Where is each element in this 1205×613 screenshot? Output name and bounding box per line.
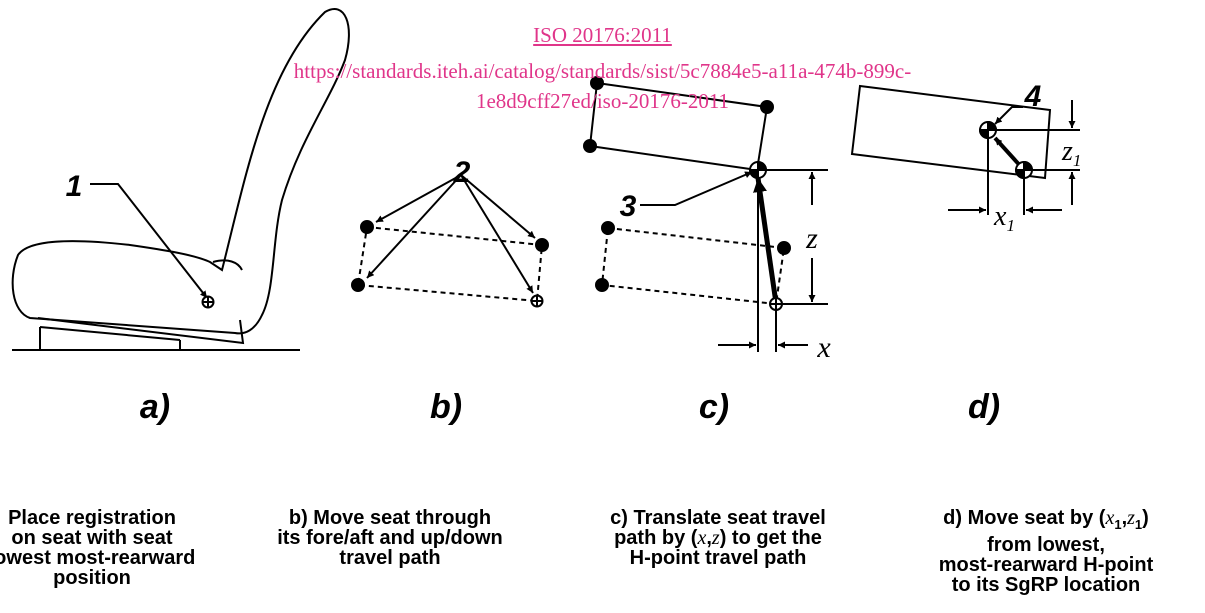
panel-b-travel-path [351, 174, 549, 308]
seat-riser [39, 326, 181, 350]
caption-b-line2: its fore/aft and up/down [277, 527, 503, 549]
corner-dot [583, 139, 597, 153]
caption-d-line3: most-rearward H-point [938, 554, 1154, 576]
z1-letter: z [1061, 136, 1073, 167]
seat-outline [11, 8, 350, 335]
arrow-b3 [460, 174, 536, 239]
caption-d-line1: d) Move seat by (x1,z1) [896, 508, 1196, 535]
panel-label-b: b) [430, 388, 462, 426]
corner-dot [535, 238, 549, 252]
arrow-b2 [366, 174, 462, 279]
panel-label-a: a) [140, 388, 170, 426]
callout-3-leader [640, 171, 753, 206]
panel-a-seat [11, 8, 350, 351]
h-point-marker-c-bottom [769, 297, 783, 311]
caption-c-comma: , [706, 527, 712, 549]
caption-d: d) Move seat by (x1,z1) from lowest, mos… [896, 508, 1196, 595]
caption-c-text: path by ( [614, 527, 698, 549]
caption-a-line2: on seat with seat [11, 527, 173, 549]
caption-c-z: z [711, 527, 720, 549]
x-dimension-label: x [816, 331, 831, 364]
corner-dot [590, 76, 604, 90]
caption-a: Place registration on seat with seat low… [0, 508, 242, 588]
seat-travel-quad [600, 226, 786, 306]
sgrp-marker [978, 120, 998, 140]
caption-d-line2: from lowest, [987, 534, 1105, 556]
callout-1-leader [90, 183, 208, 299]
caption-d-z-sub: 1 [1134, 517, 1143, 532]
seat-box [850, 84, 1052, 180]
iso-watermark-url-line2[interactable]: 1e8d9cff27ed/iso-20176-2011 [475, 89, 730, 113]
z1-dimension-label: z1 [1061, 136, 1081, 170]
callout-4-leader [994, 106, 1023, 125]
h-point-marker-b [530, 294, 544, 308]
corner-dot [760, 100, 774, 114]
arrow-b4 [460, 174, 534, 294]
z1-subscript: 1 [1073, 151, 1082, 170]
caption-c-x: x [697, 527, 707, 549]
caption-c-text: ) to get the [719, 527, 822, 549]
h-point-marker-a [201, 295, 215, 309]
caption-d-comma: , [1121, 507, 1128, 529]
corner-dot [777, 241, 791, 255]
caption-c: c) Translate seat travel path by (x,z) t… [568, 508, 868, 568]
caption-d-text: d) Move seat by ( [943, 507, 1106, 529]
caption-b: b) Move seat through its fore/aft and up… [240, 508, 540, 568]
caption-c-line3: H-point travel path [629, 547, 807, 569]
iso-watermark-url-line1[interactable]: https://standards.iteh.ai/catalog/standa… [293, 59, 912, 83]
caption-d-x-sub: 1 [1114, 517, 1122, 532]
callout-4: 4 [1024, 80, 1042, 113]
iso-watermark-title[interactable]: ISO 20176:2011 [533, 23, 672, 47]
callout-3: 3 [620, 190, 637, 223]
callout-1: 1 [66, 170, 83, 203]
panel-label-d: d) [968, 388, 1000, 426]
caption-a-line1: Place registration [8, 507, 176, 529]
panel-label-c: c) [699, 388, 729, 426]
caption-d-z: z [1127, 507, 1135, 529]
caption-c-line1: c) Translate seat travel [610, 507, 826, 529]
callout-2: 2 [453, 156, 471, 189]
corner-dot [351, 278, 365, 292]
panel-c-translate [583, 76, 828, 352]
x1-dimension-label: x1 [993, 201, 1015, 235]
caption-d-line4: to its SgRP location [951, 574, 1141, 596]
x1-letter: x [993, 201, 1007, 232]
travel-path-quad [356, 225, 544, 303]
lowest-h-point-marker [1014, 160, 1034, 180]
corner-dot [360, 220, 374, 234]
caption-b-line3: travel path [339, 547, 441, 569]
caption-a-line3: lowest most-rearward [0, 547, 196, 569]
caption-b-line1: b) Move seat through [288, 507, 492, 529]
seat-base [37, 317, 245, 345]
h-point-marker-c-top [748, 160, 768, 180]
corner-dot [595, 278, 609, 292]
caption-d-text: ) [1142, 507, 1149, 529]
caption-a-line4: position [53, 567, 131, 589]
translation-arrow [753, 177, 779, 304]
panel-d-sgrp [850, 84, 1080, 215]
arrow-b1 [375, 174, 462, 223]
caption-c-line2: path by (x,z) to get the [568, 528, 868, 548]
x1-subscript: 1 [1006, 216, 1015, 235]
z-dimension-label: z [805, 222, 818, 255]
seat-crease [212, 259, 243, 271]
caption-d-x: x [1105, 507, 1115, 529]
corner-dot [601, 221, 615, 235]
